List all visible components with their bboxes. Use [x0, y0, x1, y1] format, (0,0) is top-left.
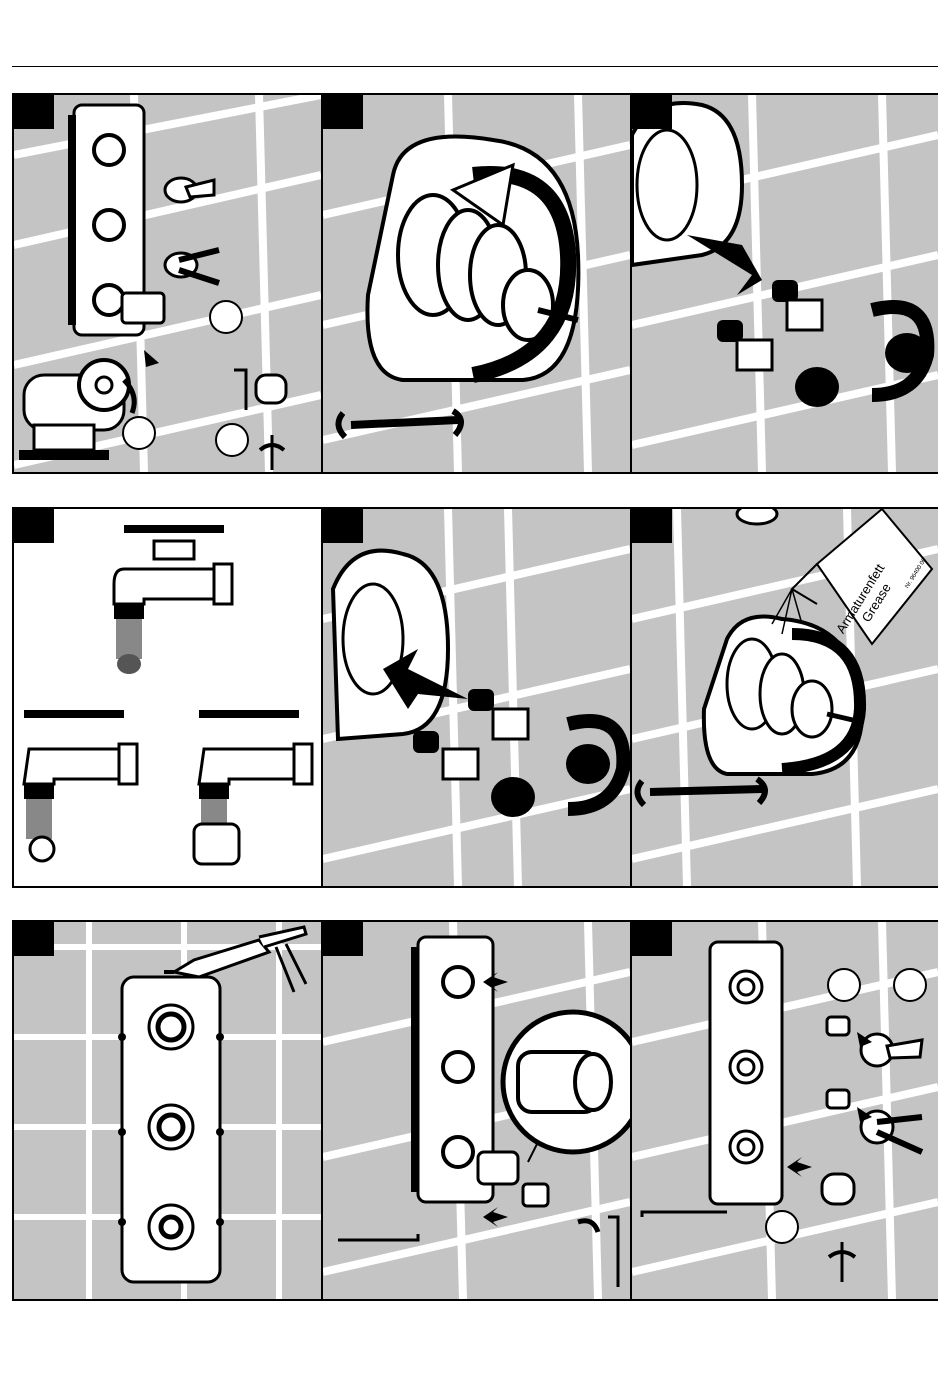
cartridge-icon [194, 824, 239, 864]
step-number-box [14, 922, 54, 956]
step-panel-remove-check-valves [632, 95, 938, 472]
step-number-box [323, 922, 363, 956]
step-panel-apply-silicone [14, 922, 321, 1299]
step-panel-grease-cartridge: Armaturenfett Grease Nr. 96400 00 [632, 509, 938, 886]
sleeve-icon [478, 1152, 518, 1184]
check-valve-icon [30, 837, 54, 861]
faucet-icon [194, 714, 312, 864]
cap-icon [256, 375, 286, 403]
step-panel-insert-check-valves [323, 509, 630, 886]
header-rule [12, 66, 938, 67]
faucet-icon [114, 529, 232, 674]
step-number-box [323, 509, 363, 543]
step-number-box [14, 95, 54, 129]
step-number-box [323, 95, 363, 129]
step-illustration [14, 95, 321, 472]
instruction-row-2: Armaturenfett Grease Nr. 96400 00 [12, 507, 938, 888]
step-panel-unscrew-cartridge [323, 95, 630, 472]
cap-icon [822, 1174, 854, 1204]
step-number-box [632, 95, 672, 129]
faucet-icon [24, 714, 137, 861]
step-panel-remove-handles [14, 95, 321, 472]
step-panel-flush-parts [14, 509, 321, 886]
step-number-box [632, 922, 672, 956]
step-panel-install-trim-plate [323, 922, 630, 1299]
instruction-row-3 [12, 920, 938, 1301]
instruction-row-1 [12, 93, 938, 474]
strainer-icon [117, 654, 141, 674]
step-panel-install-handles [632, 922, 938, 1299]
step-number-box [632, 509, 672, 543]
step-number-box [14, 509, 54, 543]
